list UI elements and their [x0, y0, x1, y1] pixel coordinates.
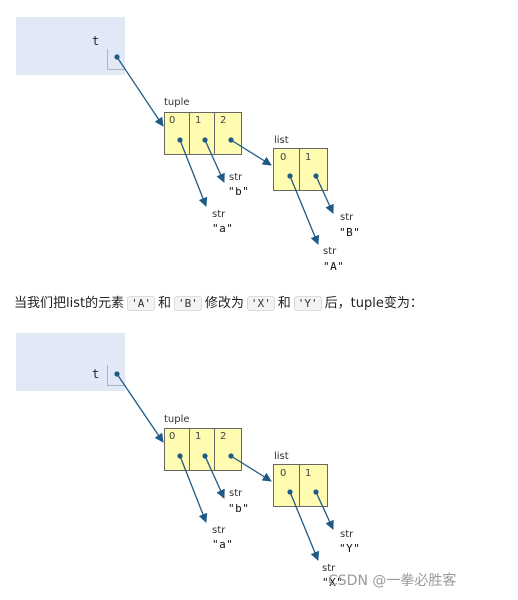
reference-arrows	[114, 371, 334, 561]
reference-arrows	[114, 54, 334, 245]
variable-slot	[107, 365, 125, 386]
str-type-b: str	[229, 172, 243, 183]
variable-name: t	[92, 367, 100, 381]
sentence-text-3: 后，tuple变为：	[324, 296, 423, 311]
str-value-list1: "B"	[339, 226, 361, 239]
arrow-tuple0-to-a	[179, 455, 208, 523]
watermark: CSDN @一拳必胜客	[328, 573, 457, 589]
str-value-list0: "X"	[322, 576, 344, 589]
tuple-cell-1	[189, 428, 215, 471]
list-label: list	[274, 135, 289, 146]
arrow-tuple2-to-list	[230, 455, 272, 482]
arrow-list0-to-item	[289, 175, 320, 245]
list-label: list	[274, 451, 289, 462]
list-index-1: 1	[305, 468, 312, 479]
arrow-tuple2-to-list	[230, 139, 272, 166]
arrow-tuple1-to-b	[204, 455, 225, 499]
tuple-cell-1	[189, 112, 215, 155]
arrow-tuple1-to-b	[204, 139, 225, 183]
str-type-list1: str	[340, 529, 354, 540]
str-value-list1: "Y"	[339, 542, 361, 555]
list-index-1: 1	[305, 152, 312, 163]
tuple-cell-0	[164, 112, 190, 155]
explanation-sentence: 当我们把list的元素'A'和'B'修改为'X'和'Y'后，tuple变为：	[14, 292, 423, 311]
code-X: 'X'	[246, 296, 275, 311]
tuple-label: tuple	[164, 97, 190, 108]
list-cell-0	[273, 148, 300, 191]
list-index-0: 0	[280, 152, 287, 163]
sentence-text-1: 当我们把list的元素	[14, 296, 125, 311]
str-type-a: str	[212, 209, 226, 220]
list-index-0: 0	[280, 468, 287, 479]
sentence-and-2: 和	[277, 296, 291, 311]
global-frame	[16, 333, 125, 391]
tuple-index-0: 0	[169, 431, 176, 442]
memory-diagram-after: t tuple 0 1 2 list 0 1 str "a" str "b" s…	[0, 320, 518, 600]
tuple-index-2: 2	[220, 431, 227, 442]
sentence-and-1: 和	[157, 296, 171, 311]
tuple-index-1: 1	[195, 431, 202, 442]
variable-name: t	[92, 34, 100, 48]
code-B: 'B'	[174, 296, 202, 311]
str-type-list1: str	[340, 212, 354, 223]
tuple-cell-2	[214, 428, 242, 471]
code-A: 'A'	[127, 296, 155, 311]
arrow-tuple0-to-a	[179, 139, 208, 207]
arrow-t-to-tuple	[116, 56, 164, 127]
arrow-t-to-tuple	[116, 373, 164, 443]
str-type-a: str	[212, 525, 226, 536]
arrow-list0-to-item	[289, 491, 320, 561]
list-cell-1	[299, 464, 328, 507]
tuple-cell-2	[214, 112, 242, 155]
str-type-list0: str	[322, 563, 336, 574]
str-value-list0: "A"	[323, 260, 345, 273]
sentence-text-2: 修改为	[204, 296, 244, 311]
str-value-a: "a"	[212, 538, 234, 551]
str-type-b: str	[229, 488, 243, 499]
str-value-a: "a"	[212, 222, 234, 235]
code-Y: 'Y'	[293, 296, 322, 311]
tuple-index-1: 1	[195, 115, 202, 126]
arrow-list1-to-item	[315, 491, 334, 530]
variable-slot	[107, 49, 125, 70]
tuple-label: tuple	[164, 414, 190, 425]
tuple-index-2: 2	[220, 115, 227, 126]
list-cell-1	[299, 148, 328, 191]
arrow-list1-to-item	[315, 175, 334, 214]
str-value-b: "b"	[228, 185, 250, 198]
global-frame	[16, 17, 125, 75]
str-type-list0: str	[323, 246, 337, 257]
tuple-index-0: 0	[169, 115, 176, 126]
str-value-b: "b"	[228, 502, 250, 515]
memory-diagram-before: t tuple 0 1 2 list 0 1 str "a" str "b" s…	[0, 0, 518, 285]
